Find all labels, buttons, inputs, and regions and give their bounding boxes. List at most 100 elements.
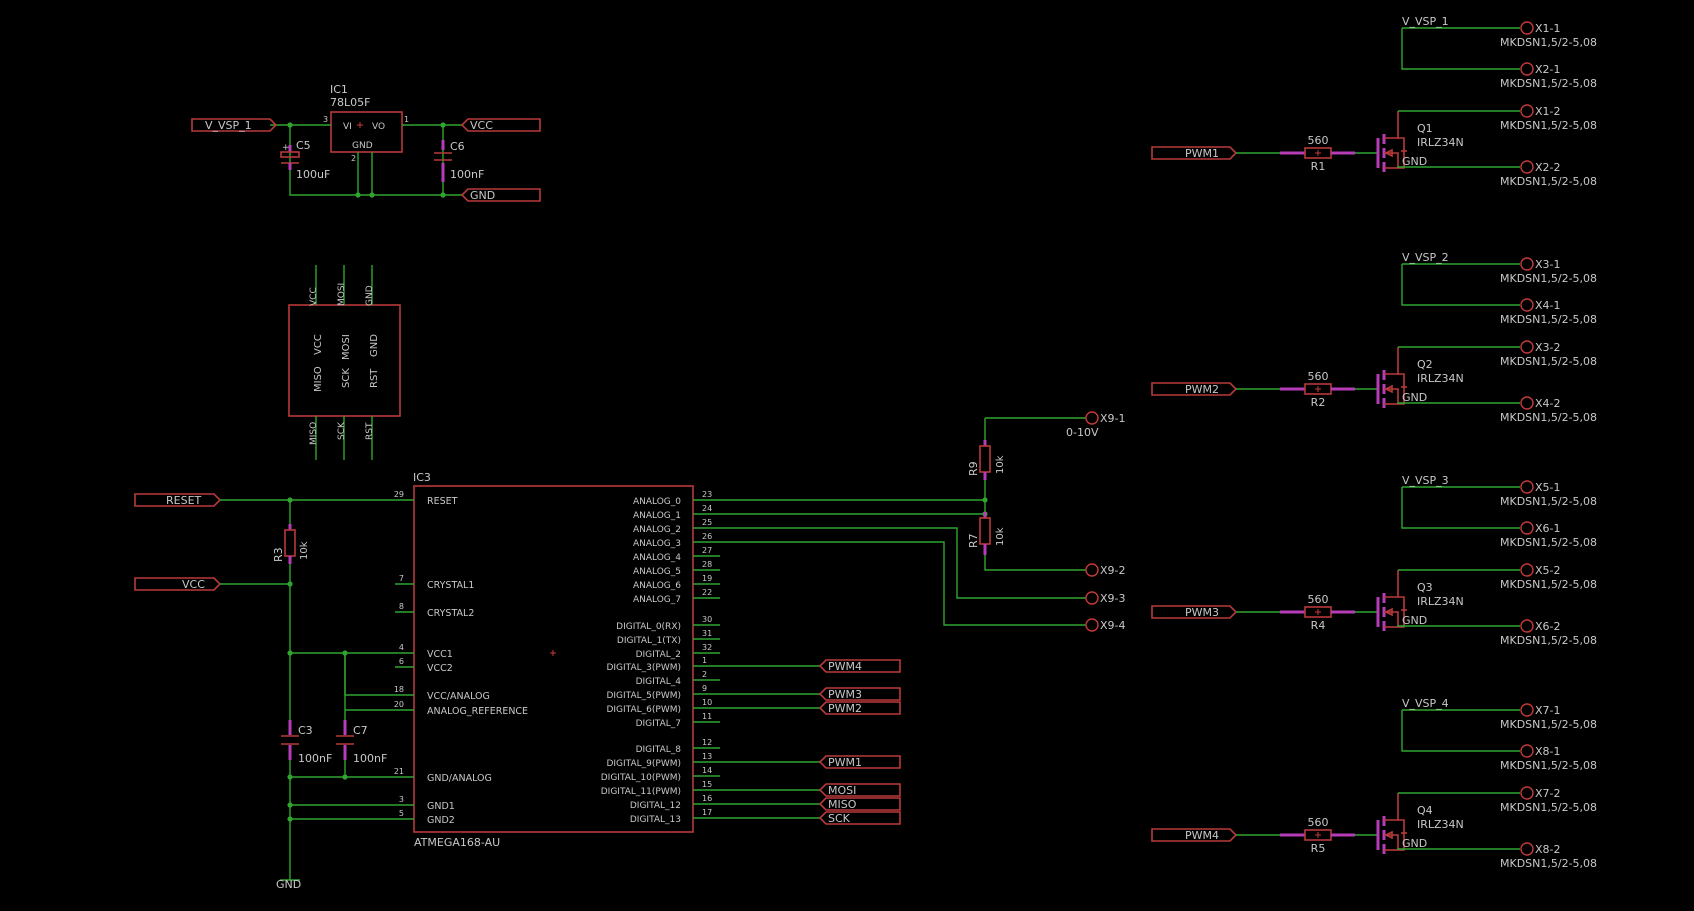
ic3-right-pin-label: DIGITAL_9(PWM)	[606, 759, 681, 769]
mosfet-channels: V_VSP_1X1-1MKDSN1,5/2-5,08X2-1MKDSN1,5/2…	[1151, 15, 1597, 870]
terminal-value: MKDSN1,5/2-5,08	[1500, 411, 1597, 424]
ic3-right-pin-label: DIGITAL_8	[636, 745, 682, 755]
terminal-label: X4-1	[1535, 299, 1561, 312]
ic3-left-pin-label: VCC/ANALOG	[427, 691, 490, 702]
net-label-vsp1	[191, 118, 278, 132]
isp-pin-miso-inner: MISO	[313, 366, 324, 392]
terminal-x9-4	[1085, 618, 1099, 632]
channel-4: V_VSP_4X7-1MKDSN1,5/2-5,08X8-1MKDSN1,5/2…	[1151, 697, 1597, 870]
ic1-body	[330, 111, 403, 153]
ic3-left-pins: 29RESET7CRYSTAL18CRYSTAL24VCC16VCC218VCC…	[394, 490, 528, 826]
isp-pin-sck-inner: SCK	[341, 368, 352, 388]
terminal-label: X7-2	[1535, 787, 1561, 800]
ic3-right-pin-number: 15	[702, 780, 712, 789]
ic3-right-pin-label: DIGITAL_13	[630, 815, 681, 825]
net-label-gnd	[460, 188, 541, 202]
c7-value: 100nF	[353, 752, 387, 765]
mosfet-name: Q3	[1417, 581, 1433, 594]
terminal-label: X2-2	[1535, 161, 1561, 174]
ic3-right-pin-label: DIGITAL_0(RX)	[616, 622, 681, 632]
ic3-left-pin-number: 6	[399, 657, 404, 666]
terminal-label: X4-2	[1535, 397, 1561, 410]
isp-pin-mosi-outer: MOSI	[337, 283, 347, 306]
net-label-pwm4-mcu	[818, 659, 901, 673]
ic3-left-pin-label: VCC1	[427, 649, 453, 660]
ic3-right-pin-number: 16	[702, 794, 712, 803]
terminal-pad	[1520, 480, 1534, 494]
c6-value: 100nF	[450, 168, 484, 181]
terminal-value: MKDSN1,5/2-5,08	[1500, 77, 1597, 90]
terminal-label: X1-2	[1535, 105, 1561, 118]
c6-name: C6	[450, 140, 465, 153]
terminal-value: MKDSN1,5/2-5,08	[1500, 175, 1597, 188]
ic3-right-pin-number: 10	[702, 698, 712, 707]
net-label-pwm3-mcu-text: PWM3	[828, 688, 862, 701]
net-label-sck-mcu-text: SCK	[828, 812, 851, 825]
r9-value: 10k	[995, 455, 1006, 474]
ic3-left-pin-number: 29	[394, 490, 404, 499]
terminal-value: MKDSN1,5/2-5,08	[1500, 119, 1597, 132]
gate-resistor-name: R4	[1311, 619, 1326, 632]
vsp-net-label: V_VSP_2	[1402, 251, 1449, 264]
ic3-right-pin-label: DIGITAL_1(TX)	[617, 636, 681, 646]
ic3-left-pin-label: VCC2	[427, 663, 453, 674]
ic3-right-pin-number: 28	[702, 560, 712, 569]
regulator-wires	[270, 122, 462, 198]
ic1-pin-gnd: GND	[352, 141, 373, 151]
r3-value: 10k	[299, 541, 310, 560]
ic1-name: IC1	[330, 83, 348, 96]
pwm-net-label	[1151, 146, 1238, 160]
terminal-value: MKDSN1,5/2-5,08	[1500, 578, 1597, 591]
mosfet-value: IRLZ34N	[1417, 595, 1464, 608]
ic3-right-pin-number: 17	[702, 808, 712, 817]
terminal-pad	[1520, 563, 1534, 577]
ic3-left-pin-label: RESET	[427, 496, 458, 507]
ic3-right-pin-label: DIGITAL_7	[636, 719, 681, 729]
x9-4-label: X9-4	[1100, 619, 1126, 632]
ic3-right-pin-number: 25	[702, 518, 712, 527]
ic3-right-pin-label: ANALOG_3	[633, 539, 681, 549]
ic3-right-pin-number: 12	[702, 738, 712, 747]
isp-pin-vcc-inner: VCC	[313, 334, 324, 355]
channel-3: V_VSP_3X5-1MKDSN1,5/2-5,08X6-1MKDSN1,5/2…	[1151, 474, 1597, 647]
gate-resistor-name: R1	[1311, 160, 1326, 173]
ic3-right-pin-label: DIGITAL_2	[636, 650, 681, 660]
mosfet-name: Q2	[1417, 358, 1433, 371]
terminal-value: MKDSN1,5/2-5,08	[1500, 857, 1597, 870]
ic1-pin-vo: VO	[372, 122, 385, 132]
isp-pin-miso-outer: MISO	[309, 422, 319, 445]
ic3-right-pin-label: DIGITAL_6(PWM)	[606, 705, 681, 715]
ic3-right-pin-number: 19	[702, 574, 712, 583]
terminal-x9-1	[1085, 411, 1099, 425]
terminal-pad	[1520, 340, 1534, 354]
ic3-right-pin-number: 14	[702, 766, 712, 775]
terminal-pad	[1520, 842, 1534, 856]
ic3-right-pin-label: ANALOG_5	[633, 567, 681, 577]
gate-resistor-name: R5	[1311, 842, 1326, 855]
ic3-left-pin-number: 18	[394, 685, 404, 694]
ic3-left-pin-number: 21	[394, 767, 404, 776]
c7-name: C7	[353, 724, 368, 737]
c3-name: C3	[298, 724, 313, 737]
mosfet-gnd-label: GND	[1402, 391, 1427, 404]
vsp-net-label: V_VSP_4	[1402, 697, 1449, 710]
ic3-left-pin-number: 8	[399, 602, 404, 611]
capacitor-c6: C6 100nF	[434, 140, 484, 182]
ic3-right-pin-label: DIGITAL_3(PWM)	[606, 663, 681, 673]
terminal-pad	[1520, 160, 1534, 174]
mosfet-gnd-label: GND	[1402, 155, 1427, 168]
ic3-right-pin-number: 26	[702, 532, 712, 541]
terminal-x9-3	[1085, 591, 1099, 605]
ic3-left-pin-number: 7	[399, 574, 404, 583]
mosfet-value: IRLZ34N	[1417, 372, 1464, 385]
gate-resistor-value: 560	[1308, 370, 1329, 383]
ic3-right-pin-label: DIGITAL_4	[636, 677, 682, 687]
capacitor-c5: + C5 100uF	[280, 139, 330, 181]
channel-2: V_VSP_2X3-1MKDSN1,5/2-5,08X4-1MKDSN1,5/2…	[1151, 251, 1597, 424]
terminal-pad	[1520, 786, 1534, 800]
terminal-value: MKDSN1,5/2-5,08	[1500, 355, 1597, 368]
terminal-pad	[1520, 257, 1534, 271]
analog-input-divider: R9 10k R7 10k X9-1 0-10V X9-2 X9-3 X9-4	[720, 411, 1126, 632]
net-label-reset	[134, 493, 222, 507]
